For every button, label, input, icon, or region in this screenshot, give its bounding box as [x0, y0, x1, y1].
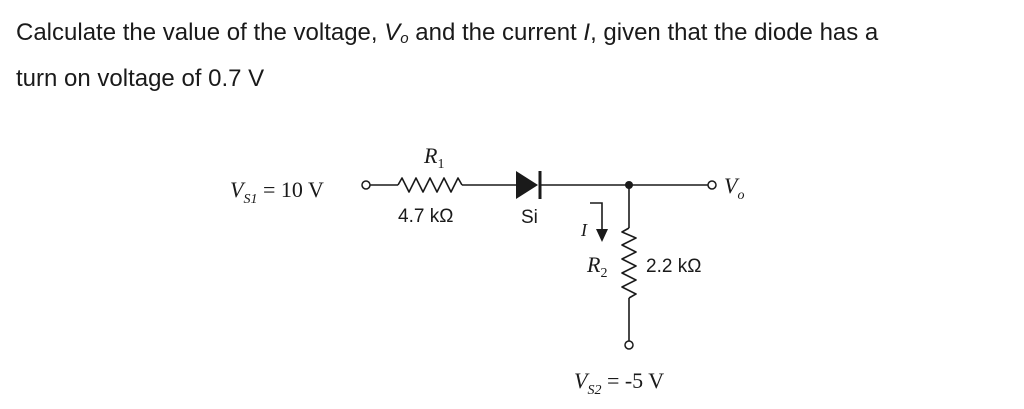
r2-resistor [621, 227, 637, 299]
vo-symbol: V [384, 19, 401, 46]
vo-subscript: o [400, 30, 409, 47]
diode-symbol [516, 171, 538, 199]
question-part2: and the current [408, 19, 584, 46]
current-arrow-line [590, 202, 603, 232]
vs1-terminal [361, 180, 371, 190]
r2-name: R2 [586, 252, 607, 281]
r1-resistor [397, 177, 463, 193]
question-part1: Calculate the value of the voltage, [16, 19, 385, 46]
current-symbol: I [583, 19, 591, 46]
current-arrowhead [596, 229, 608, 242]
vs2-terminal [624, 340, 634, 350]
current-label: I [580, 220, 588, 240]
vo-terminal [707, 180, 717, 190]
r1-value: 4.7 kΩ [398, 206, 453, 227]
question-part3: , given that the diode has a [590, 19, 879, 46]
question-line2: turn on voltage of 0.7 V [16, 65, 265, 92]
vs1-label: VS1 = 10 V [230, 177, 324, 207]
r2-value: 2.2 kΩ [646, 256, 701, 277]
vo-label: Vo [724, 173, 744, 203]
r1-name: R1 [423, 143, 444, 172]
diode-label: Si [521, 207, 538, 228]
question-text: Calculate the value of the voltage, Vo a… [16, 10, 1006, 102]
vs2-label: VS2 = -5 V [574, 368, 664, 398]
